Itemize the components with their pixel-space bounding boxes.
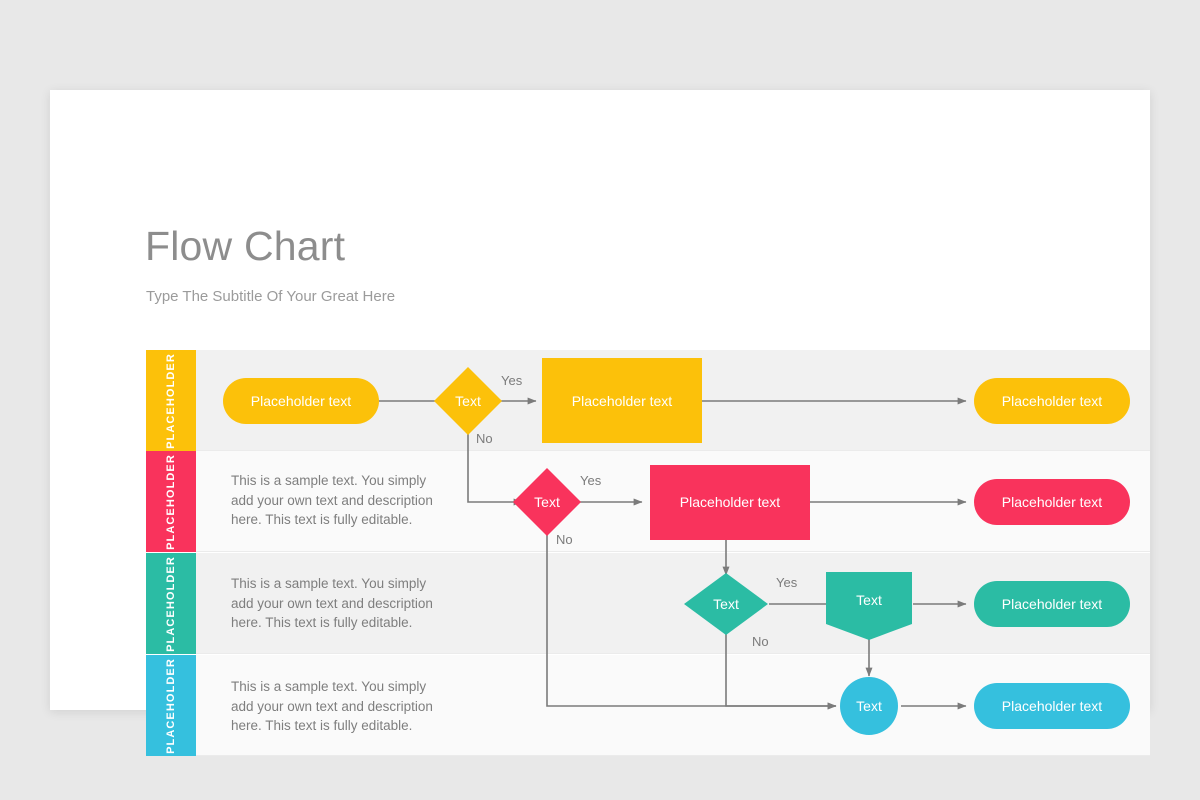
node-r2-process-box[interactable] [650,465,810,540]
edge-label-r3-yes: Yes [776,575,798,590]
node-r4-end-pill-label: Placeholder text [1002,698,1103,714]
edge-label-r2-yes: Yes [580,473,602,488]
node-r3-end-pill-label: Placeholder text [1002,596,1103,612]
row-tab-2[interactable]: PLACEHOLDER [146,451,196,552]
node-r4-process-circle-label: Text [856,698,882,714]
node-r2-end-pill-label: Placeholder text [1002,494,1103,510]
node-r1-process-square-label: Placeholder text [572,393,673,409]
edge-r1-no-to-r2-decision [467,430,523,506]
edge-label-r1-no: No [476,431,493,446]
node-r4-end-pill[interactable] [974,683,1130,729]
edge-label-r2-no: No [556,532,573,547]
node-r3-decision-label: Text [713,596,739,612]
node-r1-start-pill-label: Placeholder text [251,393,352,409]
page-subtitle: Type The Subtitle Of Your Great Here [146,288,396,305]
node-r1-end-pill[interactable] [974,378,1130,424]
edge-r3-no-to-r4-process [725,633,837,710]
node-r2-end-pill[interactable] [974,479,1130,525]
row-description-2: This is a sample text. You simply add yo… [231,473,433,528]
row-tab-1[interactable]: PLACEHOLDER [146,350,196,451]
node-r3-process-pentagon[interactable] [826,572,912,640]
node-r2-decision[interactable] [513,468,581,536]
node-r1-decision[interactable] [434,367,502,435]
row-tab-4[interactable]: PLACEHOLDER [146,655,196,756]
slide-card: Flow Chart Type The Subtitle Of Your Gre… [50,90,1150,756]
node-r1-start-pill[interactable] [223,378,379,424]
row-description-4: This is a sample text. You simply add yo… [231,679,433,734]
node-r1-end-pill-label: Placeholder text [1002,393,1103,409]
edge-label-r1-yes: Yes [501,373,523,388]
row-description-3: This is a sample text. You simply add yo… [231,576,433,631]
page-title: Flow Chart [145,223,346,269]
node-r4-process-circle[interactable] [840,677,898,735]
node-r2-decision-label: Text [534,494,560,510]
node-r3-decision[interactable] [684,573,768,635]
flow-chart-diagram: PLACEHOLDER PLACEHOLDER This is a sample… [146,350,1150,757]
node-r3-process-pentagon-label: Text [856,592,882,608]
edge-label-r3-no: No [752,634,769,649]
node-r3-end-pill[interactable] [974,581,1130,627]
node-r1-decision-label: Text [455,393,481,409]
row-tab-3[interactable]: PLACEHOLDER [146,553,196,654]
flow-svg-layer: Placeholder text Text Placeholder text P… [223,358,1130,735]
node-r1-process-square[interactable] [542,358,702,443]
edge-r2-no-to-r4-process [546,531,837,710]
node-r2-process-box-label: Placeholder text [680,494,781,510]
